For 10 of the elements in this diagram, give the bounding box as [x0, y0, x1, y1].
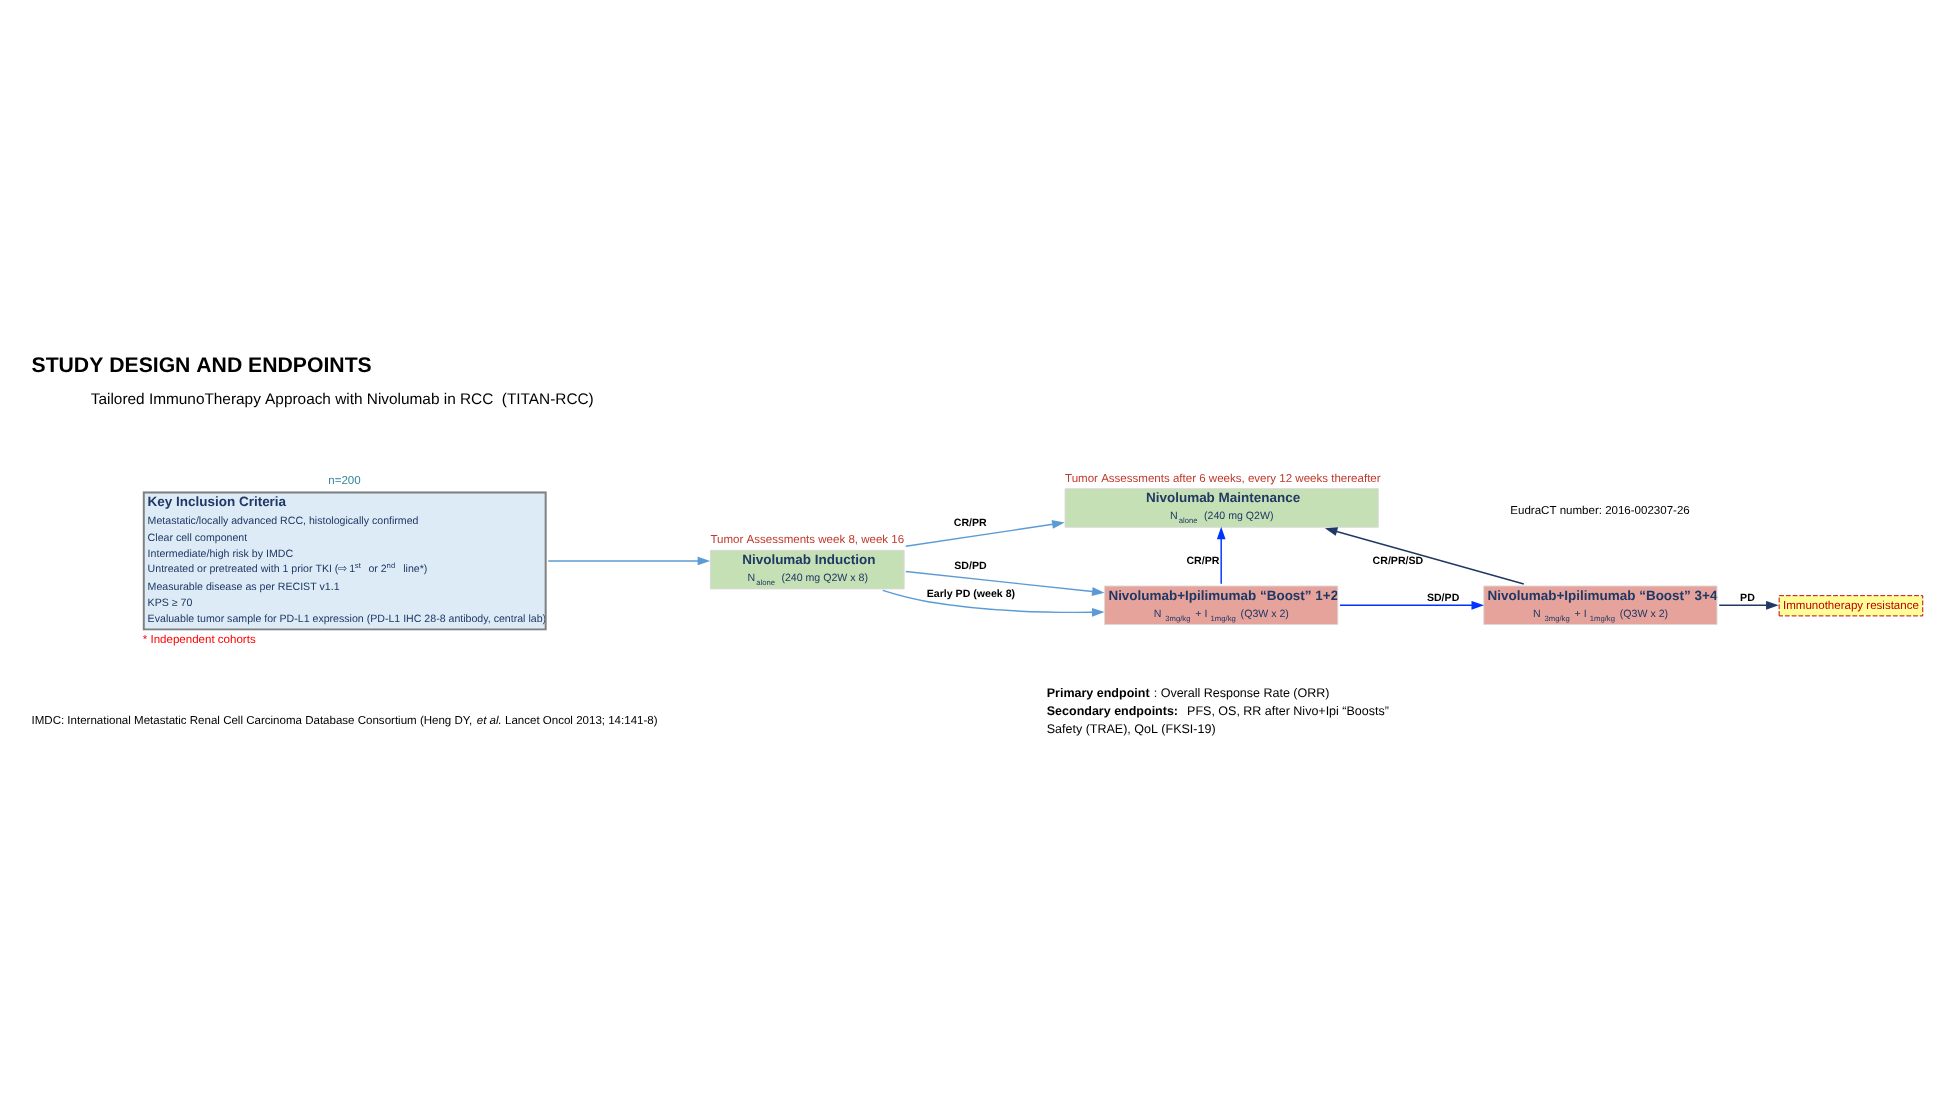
arrow [1339, 600, 1485, 610]
arrow [905, 570, 1105, 596]
arrow [1324, 527, 1525, 585]
diagram-title: STUDY DESIGN AND ENDPOINTS [31, 353, 372, 378]
arrow [905, 520, 1065, 548]
arrow [1718, 600, 1779, 610]
label: Tailored ImmunoTherapy Approach with Nivolumab in RCC (TITAN-RCC) [90, 389, 594, 408]
arrow [882, 589, 1105, 617]
arrow [1216, 526, 1226, 585]
arrow [547, 556, 711, 566]
